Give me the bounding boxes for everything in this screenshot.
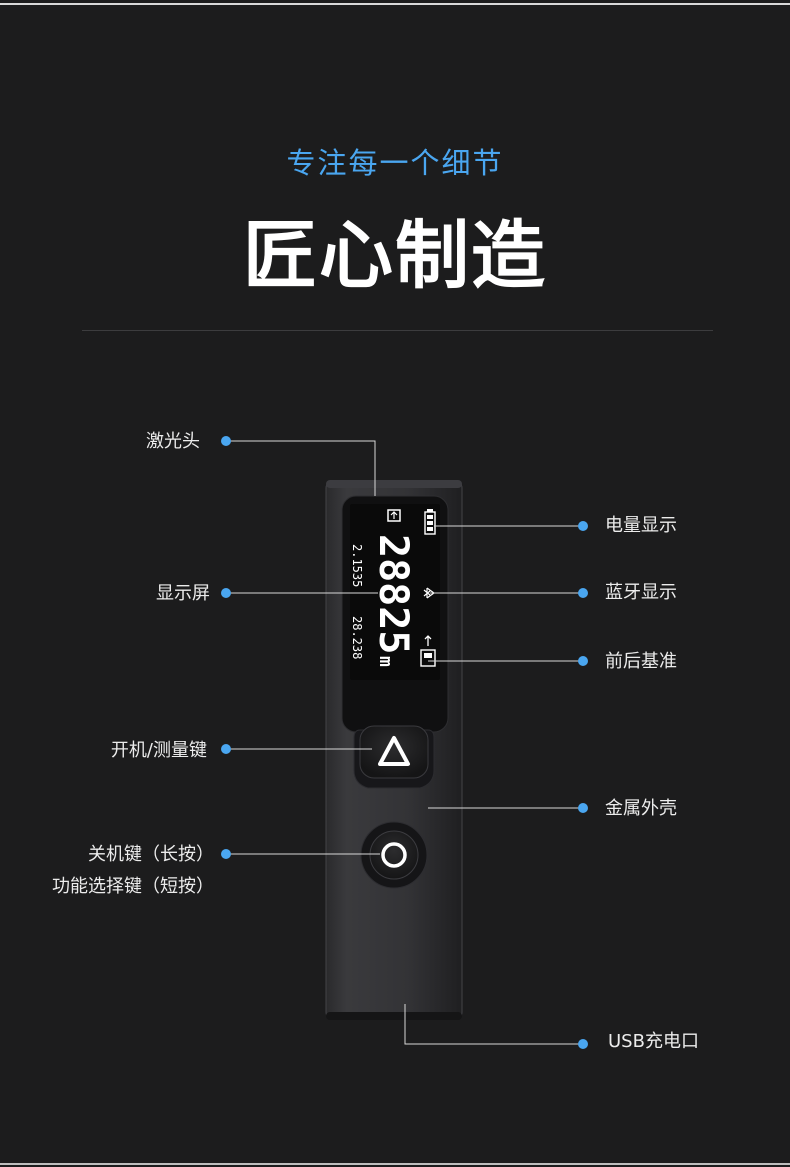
top-border [0,3,790,5]
reference-point-icon [420,635,436,667]
triangle-measure-icon [378,736,410,766]
label-display: 显示屏 [156,583,210,604]
unit-label: m [375,656,396,667]
callout-dot-metal-shell [578,803,588,813]
label-power-off-key: 关机键（长按） [88,844,214,865]
secondary-reading-2: 28.238 [350,616,364,659]
callout-dot-usb [578,1039,588,1049]
callout-dot-bluetooth [578,588,588,598]
label-laser-head: 激光头 [146,431,200,452]
callout-dot-power-off [221,849,231,859]
power-circle-icon [381,842,407,868]
section-title: 匠心制造 [243,213,547,299]
label-battery-display: 电量显示 [605,515,677,536]
secondary-reading-1: 2.1535 [350,544,364,587]
label-function-select-key: 功能选择键（短按） [52,876,214,897]
callout-dot-power-measure [221,744,231,754]
callout-dot-laser-head [221,436,231,446]
laser-rangefinder-device: 28825 m 2.1535 28.238 [325,480,463,1020]
section-subtitle: 专注每一个细节 [286,146,504,180]
label-bluetooth-display: 蓝牙显示 [605,582,677,603]
header-divider [82,330,713,331]
label-power-measure-key: 开机/测量键 [110,740,207,761]
label-usb-port: USB充电口 [608,1031,699,1052]
main-reading: 28825 [370,534,416,654]
mode-icon [387,509,401,522]
label-metal-shell: 金属外壳 [605,798,677,819]
callout-dot-display [221,588,231,598]
label-reference-point: 前后基准 [605,651,677,672]
battery-icon [424,509,436,535]
bottom-border [0,1163,790,1165]
callout-dot-reference [578,656,588,666]
callout-dot-battery [578,521,588,531]
